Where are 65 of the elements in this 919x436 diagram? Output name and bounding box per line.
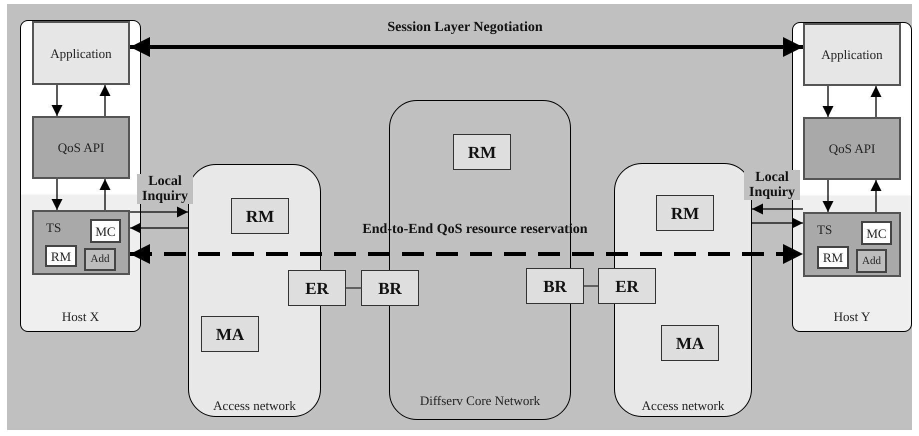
component-box [45,245,77,267]
router-box [453,134,511,170]
router-box [361,270,419,306]
node-label: MC [95,224,116,238]
arrow [100,179,110,210]
node-label: BR [543,278,567,294]
edge-label: Session Layer Negotiation [385,20,545,35]
edge-label: Local Inquiry [137,174,193,204]
node-label: Access network [213,399,296,412]
component-box [861,221,892,245]
layer-box [32,116,130,179]
arrow [130,206,188,218]
node-label: TS [46,220,62,235]
node-label: RM [670,204,700,222]
node-label: QoS API [828,142,876,155]
component-box [84,248,116,271]
node-label: Host X [62,310,100,323]
arrow [870,86,882,117]
layer-box [803,23,901,86]
router-box [526,268,584,304]
node-label: Application [50,46,112,60]
layer-box [803,212,901,277]
node-label: MA [676,334,704,352]
router-box [201,316,259,352]
router-box [656,195,714,231]
node-label: Access network [642,399,724,412]
arrow [130,37,803,57]
node-label: RM [50,250,72,262]
arrow [822,86,834,117]
node-label: QoS API [58,141,104,154]
arrow [52,179,62,210]
arrow [52,85,62,116]
arrow [130,222,188,234]
edge-label: Local Inquiry [744,170,800,200]
arrow [752,218,803,228]
node-label: Host Y [834,310,870,323]
node-label: ER [305,280,329,296]
layer-box [32,21,130,85]
router-box [661,325,719,361]
arrow [870,180,882,212]
node-label: RM [468,144,496,160]
router-box [288,270,346,306]
node-label: MA [216,326,244,342]
component-box [90,219,121,243]
node-label: Diffserv Core Network [420,394,540,407]
node-label: ER [615,278,639,294]
arrow [822,180,834,212]
host-box [20,20,141,332]
router-box [598,268,656,304]
arrow [130,244,803,264]
node-label: MC [866,226,887,240]
arrow [752,204,803,214]
component-box [817,246,849,269]
node-label: TS [817,222,832,237]
node-label: Application [821,48,883,61]
node-label: RM [246,208,274,224]
layer-box [32,210,130,275]
layer-box [803,117,901,180]
node-label: BR [378,280,402,296]
node-label: RM [822,251,844,264]
arrow [100,85,110,116]
node-label: Add [862,256,881,266]
router-box [231,198,289,234]
node-label: Add [90,254,110,265]
component-box [856,249,887,273]
